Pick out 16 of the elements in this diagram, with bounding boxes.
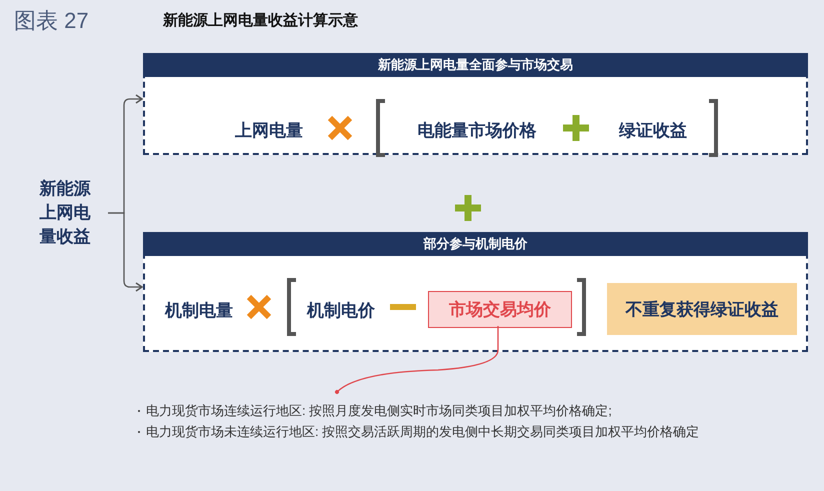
header-band: 新能源上网电量全面参与市场交易 [143,53,808,77]
side-label: 新能源上网电量收益 [22,175,108,251]
arrow [108,212,143,292]
term-text: 机制电量 [154,295,244,325]
term-text: 机制电价 [298,295,384,325]
price-box: 市场交易均价 [428,291,572,328]
diagram-title: 新能源上网电量收益计算示意 [163,11,358,30]
benefit-box: 不重复获得绿证收益 [607,283,797,335]
term-text: 上网电量 [224,115,314,145]
figure-number: 图表 27 [14,7,89,35]
note-text: 电力现货市场未连续运行地区: 按照交易活跃周期的发电侧中长期交易同类项目加权平均价格确定 [146,424,700,439]
term-text: 绿证收益 [608,115,698,145]
leader-line [335,326,499,394]
note-text: 电力现货市场连续运行地区: 按照月度发电侧实时市场同类项目加权平均价格确定; [146,403,612,418]
header-band: 部分参与机制电价 [143,232,808,256]
term-text: 电能量市场价格 [402,115,552,145]
